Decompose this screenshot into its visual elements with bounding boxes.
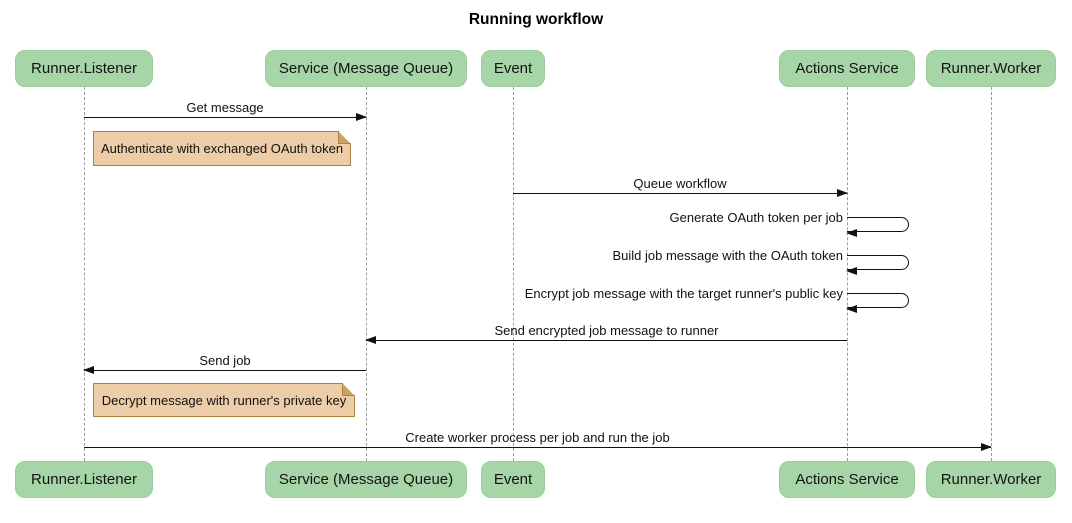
self-loop-build-job-message — [846, 255, 909, 275]
participant-label: Runner.Worker — [940, 60, 1042, 77]
note-decrypt: Decrypt message with runner's private ke… — [93, 383, 355, 417]
message-label: Send job — [199, 353, 251, 368]
lifeline-runner-worker — [991, 87, 992, 461]
participant-event-bottom: Event — [481, 461, 545, 498]
participant-label: Service (Message Queue) — [278, 60, 454, 77]
arrowhead-icon — [846, 267, 857, 275]
participant-runner-worker-bottom: Runner.Worker — [926, 461, 1056, 498]
message-label: Send encrypted job message to runner — [494, 323, 719, 338]
participant-label: Actions Service — [795, 471, 899, 488]
message-get-message: Get message — [84, 100, 367, 121]
participant-label: Runner.Listener — [31, 471, 137, 488]
participant-label: Event — [493, 60, 533, 77]
arrowhead-icon — [837, 188, 848, 197]
participant-label: Actions Service — [795, 60, 899, 77]
participant-runner-worker-top: Runner.Worker — [926, 50, 1056, 87]
participant-service-message-queue-top: Service (Message Queue) — [265, 50, 467, 87]
self-loop-encrypt-job-message — [846, 293, 909, 313]
participant-label: Event — [493, 471, 533, 488]
lifeline-runner-listener — [84, 87, 85, 461]
participant-service-message-queue-bottom: Service (Message Queue) — [265, 461, 467, 498]
note-fold-icon — [342, 383, 355, 396]
lifeline-service-message-queue — [366, 87, 367, 461]
message-label: Build job message with the OAuth token — [612, 248, 843, 263]
arrowhead-icon — [356, 112, 367, 121]
arrowhead-icon — [365, 335, 376, 344]
participant-runner-listener-bottom: Runner.Listener — [15, 461, 153, 498]
arrowhead-icon — [83, 365, 94, 374]
participant-label: Runner.Worker — [940, 471, 1042, 488]
message-label: Create worker process per job and run th… — [405, 430, 670, 445]
message-label: Get message — [186, 100, 264, 115]
arrowhead-icon — [981, 442, 992, 451]
participant-label: Runner.Listener — [31, 60, 137, 77]
participant-actions-service-top: Actions Service — [779, 50, 915, 87]
message-send-job: Send job — [83, 353, 366, 374]
message-queue-workflow: Queue workflow — [513, 176, 848, 197]
note-fold-icon — [338, 131, 351, 144]
note-authenticate: Authenticate with exchanged OAuth token — [93, 131, 351, 166]
arrowhead-icon — [846, 229, 857, 237]
message-label: Queue workflow — [633, 176, 727, 191]
note-label: Authenticate with exchanged OAuth token — [100, 141, 344, 156]
message-send-encrypted-job-message: Send encrypted job message to runner — [365, 323, 847, 344]
note-fold-line — [342, 383, 355, 396]
message-label: Generate OAuth token per job — [669, 210, 843, 225]
self-loop-generate-oauth-token — [846, 217, 909, 237]
message-create-worker-process: Create worker process per job and run th… — [84, 430, 992, 451]
participant-event-top: Event — [481, 50, 545, 87]
participant-runner-listener-top: Runner.Listener — [15, 50, 153, 87]
note-fold-line — [338, 131, 351, 144]
note-label: Decrypt message with runner's private ke… — [101, 392, 347, 408]
participant-actions-service-bottom: Actions Service — [779, 461, 915, 498]
diagram-title: Running workflow — [468, 11, 604, 28]
lifeline-event — [513, 87, 514, 461]
participant-label: Service (Message Queue) — [278, 471, 454, 488]
arrowhead-icon — [846, 305, 857, 313]
message-label: Encrypt job message with the target runn… — [524, 286, 843, 301]
